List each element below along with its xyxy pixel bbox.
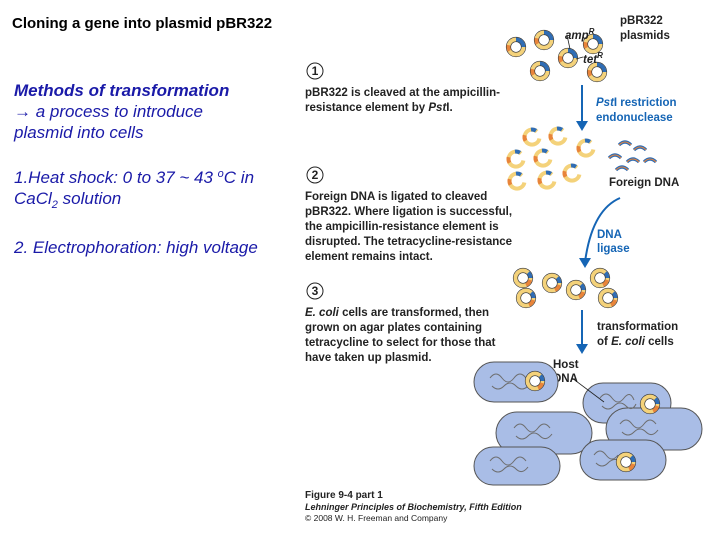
step2-number: 2 [312,168,319,182]
step3-line-4: have taken up plasmid. [305,352,432,364]
transformation-label-1: transformation [597,321,678,333]
heat-shock-text-a: 1.Heat shock: 0 to 37 ~ 43 [14,168,218,187]
plasmid-icon [504,35,528,59]
plasmid-icon [532,28,556,52]
plasmid-icon [528,59,552,83]
host-dna-label-1: Host [553,359,579,371]
plasmid-in-cell-icon [638,392,662,416]
recombinant-plasmid-icon [540,271,564,295]
methods-line-2: plasmid into cells [14,123,144,142]
arrow-down-icon [576,344,588,354]
plasmid-in-cell-icon [614,450,638,474]
ligase-label-2: ligase [597,243,630,255]
electroporation-line: 2. Electrophoration: high voltage [14,238,258,257]
host-dna-tangle [619,419,659,436]
pbr322-label-2: plasmids [620,30,670,42]
recombinant-plasmid-icon [596,286,620,310]
ligated-plasmid-group [511,266,620,310]
cacl-text: CaCl [14,189,52,208]
cleaved-plasmid-icon [507,171,527,191]
ecoli-cells [473,361,703,486]
cleaved-plasmid-icon [533,148,553,168]
dna-fragment-icon [642,157,658,164]
dna-fragment-icon [625,157,641,164]
step2-line-1: Foreign DNA is ligated to cleaved [305,191,487,203]
host-dna-tangle [513,423,553,440]
ecoli-cell [473,446,561,486]
step2-line-2: pBR322. Where ligation is successful, [305,206,512,218]
host-dna-label-2: DNA [553,373,578,385]
cacl2-line: CaCl2 solution [14,188,306,216]
step3-number: 3 [312,284,319,298]
foreign-dna-label: Foreign DNA [609,177,679,189]
foreign-dna-fragments [607,140,658,172]
pst-label-1: PstI restriction [596,97,677,109]
figure-caption-copyright: © 2008 W. H. Freeman and Company [305,513,448,523]
recombinant-plasmid-icon [564,278,588,302]
step3-line-3: tetracycline to select for those that [305,337,496,349]
plasmid-icon [556,46,580,70]
heat-shock-text-b: C in [223,168,255,187]
amp-label: ampR [565,27,595,42]
recombinant-plasmid-icon [514,286,538,310]
cleaved-plasmid-group [506,126,596,191]
cleaved-plasmid-icon [576,138,596,158]
degree-superscript: o [217,168,224,180]
step1-line-1: pBR322 is cleaved at the ampicillin- [305,87,500,99]
cleaved-plasmid-icon [548,126,568,146]
step1-line-2: resistance element by PstI. [305,102,453,114]
heat-shock-line: 1.Heat shock: 0 to 37 ~ 43 oC in [14,164,306,188]
methods-line-1: → a process to introduce [14,102,203,121]
cleaved-plasmid-icon [522,127,542,147]
step1-number: 1 [312,64,319,78]
arrow-down-icon [576,121,588,131]
methods-text-block: Methods of transformation → a process to… [14,80,306,258]
step3-line-1: E. coli cells are transformed, then [305,307,489,319]
plasmid-in-cell-icon [523,369,547,393]
cleaved-plasmid-icon [537,170,557,190]
slide-title: Cloning a gene into plasmid pBR322 [12,15,273,32]
dna-fragment-icon [614,165,630,172]
ecoli-cell [473,361,559,403]
cloning-figure: ampR tetR pBR322 plasmids 1 pBR322 is cl… [305,15,703,523]
methods-heading: Methods of transformation [14,81,230,100]
step2-circle [306,166,324,184]
step1-circle [306,62,324,80]
dna-fragment-icon [617,140,633,147]
figure-caption-title: Figure 9-4 part 1 [305,490,383,501]
step2-line-4: disrupted. The tetracycline-resistance [305,236,512,248]
transformation-label-2: of E. coli cells [597,336,674,348]
arrow-down-icon [579,258,591,268]
step2-line-3: the ampicillin-resistance element is [305,221,499,233]
cleaved-plasmid-icon [562,163,582,183]
step2-line-5: element remains intact. [305,251,433,263]
dna-fragment-icon [607,153,623,160]
host-dna-tangle [489,456,529,473]
pst-label-2: endonuclease [596,112,673,124]
cleaved-plasmid-icon [506,149,526,169]
tet-label: tetR [583,51,603,66]
figure-caption-source: Lehninger Principles of Biochemistry, Fi… [305,502,522,512]
recombinant-plasmid-icon [588,266,612,290]
dna-fragment-icon [632,145,648,152]
cacl-subscript: 2 [51,199,58,211]
host-dna-tangle [599,393,637,410]
step3-line-2: grown on agar plates containing [305,322,482,334]
ligase-label-1: DNA [597,229,622,241]
cacl-solution-text: solution [57,189,122,208]
step3-circle [306,282,324,300]
pbr322-label-1: pBR322 [620,15,663,27]
recombinant-plasmid-icon [511,266,535,290]
